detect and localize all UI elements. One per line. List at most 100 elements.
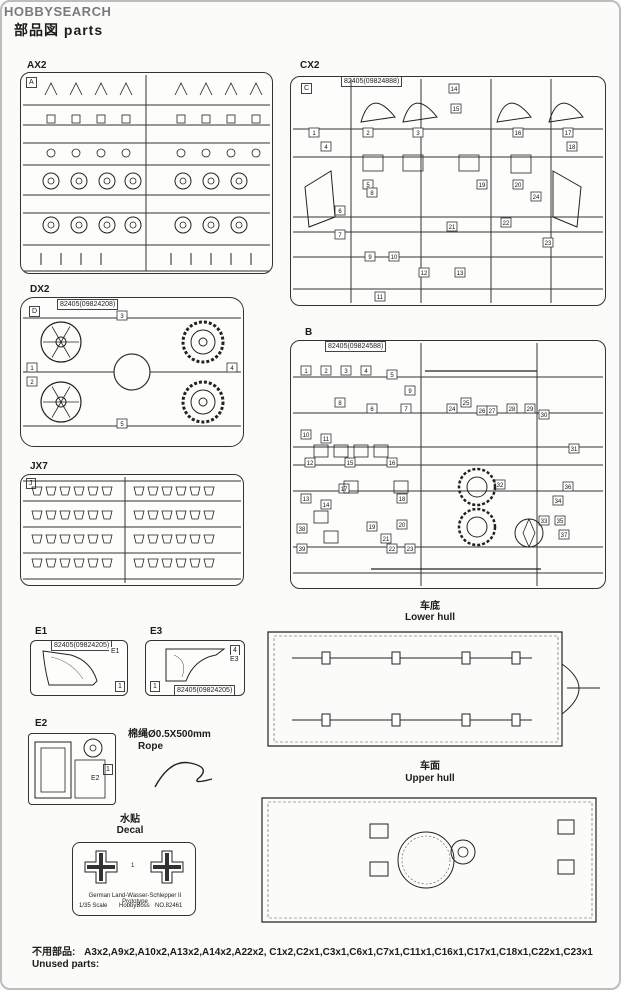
part-outline: [75, 221, 83, 229]
sprue-e2: E2 1: [28, 733, 116, 805]
wheel-spoke: [51, 326, 62, 343]
sprue-ax2: A: [20, 72, 273, 274]
track-link: [161, 486, 173, 496]
lower-hull-drawing: [267, 631, 600, 747]
part-number: 3: [416, 131, 420, 137]
part-number: 22: [389, 547, 396, 553]
part-number-box: [334, 229, 346, 240]
part-outline: [199, 82, 213, 96]
wheel-spoke: [60, 401, 71, 418]
track-link: [31, 558, 43, 568]
part-number-box: [364, 251, 376, 262]
track-link: [203, 558, 215, 568]
part-number: 24: [449, 407, 456, 413]
part-number-box: [366, 403, 378, 414]
part-number-box: [300, 493, 312, 504]
part-outline: [70, 216, 88, 234]
sprue-jx7-title: JX7: [30, 461, 48, 472]
part-number: 5: [120, 422, 124, 428]
part-outline: [207, 221, 215, 229]
part-number-box: [320, 141, 332, 152]
part-number-box: [530, 191, 542, 202]
part-number-box: [446, 403, 458, 414]
part-number-box: [450, 103, 462, 114]
lower-hull-label-en: Lower hull: [405, 612, 455, 623]
part-number-box: [320, 499, 332, 510]
rope-label-cn: 棉绳Ø0.5X500mm: [128, 729, 211, 740]
sprue-b-title: B: [305, 327, 313, 338]
track-link: [59, 534, 71, 544]
part-number-box: [308, 127, 320, 138]
part-outline: [226, 114, 236, 124]
part-outline: [235, 221, 243, 229]
sprue-cx2-title: CX2: [300, 60, 320, 71]
unused-parts-row: 不用部品: A3x2,A9x2,A10x2,A13x2,A14x2,A22x2,…: [32, 943, 593, 958]
part-number-box: [542, 237, 554, 248]
track-link: [175, 510, 187, 520]
part-number: 33: [541, 519, 548, 525]
gear-outline: [457, 507, 497, 547]
part-number-box: [566, 141, 578, 152]
part-number: 32: [497, 483, 504, 489]
part-number: 14: [323, 503, 330, 509]
part-outline: [224, 82, 238, 96]
sprocket-hub: [198, 397, 208, 407]
decal-scale: 1/35 Scale: [79, 903, 108, 909]
part-number: 38: [299, 527, 306, 533]
part-outline: [176, 114, 186, 124]
track-link: [73, 534, 85, 544]
part-number-box: [320, 365, 332, 376]
sprue-e1-title: E1: [35, 626, 48, 637]
part-number: 9: [368, 255, 372, 261]
part-number: 12: [307, 461, 314, 467]
part-number-box: [26, 376, 38, 387]
track-link: [189, 510, 201, 520]
part-number-box: [506, 403, 518, 414]
part-outline: [496, 102, 532, 123]
part-outline: [202, 172, 220, 190]
part-number-box: [500, 217, 512, 228]
sprue-e3-title: E3: [150, 626, 163, 637]
part-number: 17: [565, 131, 572, 137]
sprue-e2-part: [34, 738, 106, 799]
sprue-cx2-code: 82405(09824888): [341, 77, 403, 87]
sprue-e1-num: 1: [115, 681, 125, 692]
track-link: [87, 558, 99, 568]
sprue-e3-num2: 1: [150, 681, 160, 692]
part-outline: [94, 82, 108, 96]
part-number-box: [568, 443, 580, 454]
part-number-box: [374, 291, 386, 302]
unused-list: A3x2,A9x2,A10x2,A13x2,A14x2,A22x2, C1x2,…: [84, 947, 593, 958]
part-number: 27: [489, 409, 496, 415]
part-outline: [179, 177, 187, 185]
part-number: 34: [555, 499, 562, 505]
part-number-box: [446, 221, 458, 232]
part-number-box: [344, 457, 356, 468]
part-number: 23: [407, 547, 414, 553]
part-outline: [402, 154, 424, 172]
part-outline: [230, 216, 248, 234]
track-link: [161, 534, 173, 544]
part-outline: [333, 444, 349, 458]
part-outline: [251, 114, 261, 124]
part-outline: [201, 114, 211, 124]
part-number-box: [486, 405, 498, 416]
part-outline: [548, 102, 584, 123]
part-number: 30: [541, 413, 548, 419]
part-number-box: [512, 127, 524, 138]
part-number-box: [360, 365, 372, 376]
part-outline: [313, 510, 329, 524]
rope-label-en: Rope: [138, 741, 163, 752]
decal-title: German Land-Wasser-Schlepper II Prototyp…: [88, 893, 182, 905]
sprue-e2-title: E2: [35, 718, 48, 729]
propeller-outline: [514, 518, 544, 548]
part-number: 18: [569, 145, 576, 151]
part-number-box: [386, 543, 398, 554]
part-number: 3: [120, 314, 124, 320]
part-outline: [46, 148, 56, 158]
track-link: [161, 558, 173, 568]
track-link: [45, 486, 57, 496]
